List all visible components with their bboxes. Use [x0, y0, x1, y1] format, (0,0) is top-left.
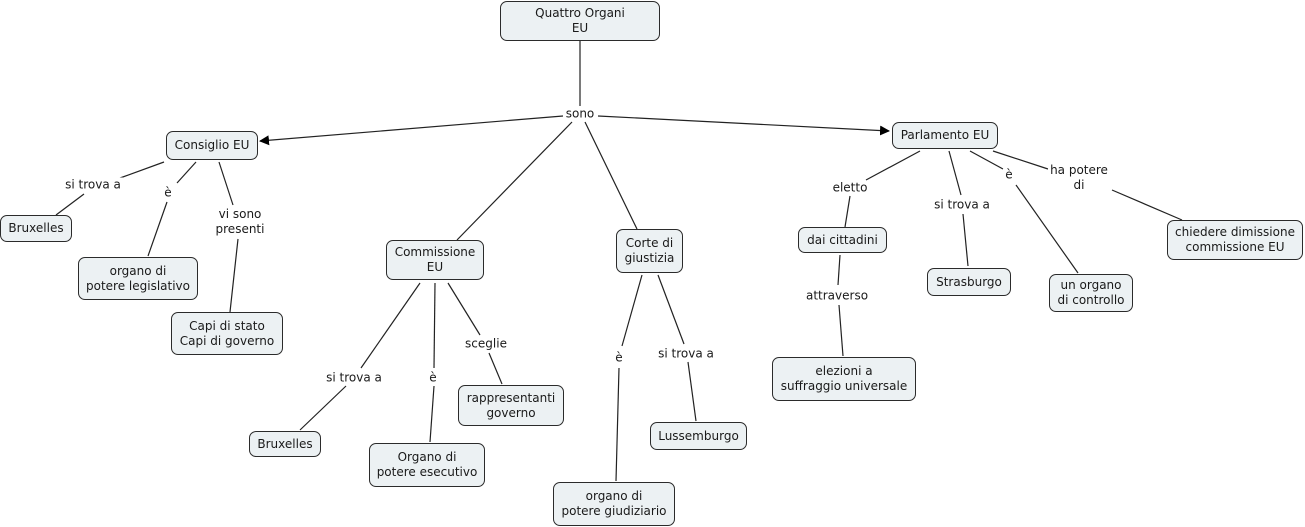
node-corte-di-giustizia[interactable]: Corte di giustizia — [616, 229, 683, 273]
line-consiglio-e — [176, 161, 197, 184]
line-e-giudiziario — [615, 367, 620, 482]
node-bruxelles-commissione[interactable]: Bruxelles — [249, 431, 321, 457]
node-commissione-eu[interactable]: Commissione EU — [386, 240, 484, 280]
line-sitrova-bruxelles2 — [299, 385, 347, 431]
line-sono-corte — [584, 121, 638, 230]
link-label-corte-si-trova-a: si trova a — [656, 346, 716, 362]
line-sitrova-bruxelles — [55, 193, 85, 216]
line-sono-commissione — [456, 121, 573, 241]
node-dai-cittadini[interactable]: dai cittadini — [798, 227, 887, 253]
node-potere-legislativo[interactable]: organo di potere legislativo — [78, 257, 198, 300]
line-sitrova-lussemburgo — [687, 361, 697, 422]
line-sceglie-rappresentanti — [488, 352, 503, 385]
node-bruxelles-consiglio[interactable]: Bruxelles — [0, 215, 72, 242]
link-label-parlamento-e: è — [1003, 167, 1015, 183]
link-label-sono: sono — [563, 106, 597, 122]
node-chiedere-dimissione[interactable]: chiedere dimissione commissione EU — [1167, 220, 1303, 260]
line-parlamento-sitrova — [948, 150, 962, 196]
line-consiglio-presenti — [218, 161, 234, 206]
link-label-attraverso: attraverso — [803, 288, 871, 304]
link-label-parlamento-si-trova-a: si trova a — [932, 197, 992, 213]
link-label-sceglie: sceglie — [463, 336, 509, 352]
link-label-vi-sono-presenti: vi sono presenti — [213, 207, 267, 237]
line-commissione-e — [433, 282, 436, 369]
node-lussemburgo[interactable]: Lussemburgo — [650, 422, 747, 450]
line-parlamento-eletto — [865, 150, 921, 181]
node-strasburgo[interactable]: Strasburgo — [927, 268, 1011, 296]
link-label-eletto: eletto — [830, 180, 870, 196]
node-parlamento-eu[interactable]: Parlamento EU — [892, 122, 998, 149]
link-label-consiglio-e: è — [162, 185, 174, 201]
node-elezioni-suffraggio[interactable]: elezioni a suffraggio universale — [772, 357, 916, 401]
line-commissione-sitrova — [360, 282, 421, 369]
line-commissione-sceglie — [447, 282, 481, 336]
line-corte-sitrova — [657, 274, 685, 345]
line-parlamento-hapotere — [992, 150, 1049, 170]
line-parlamento-e — [969, 150, 1004, 170]
link-label-corte-e: è — [613, 350, 625, 366]
line-corte-e — [621, 274, 643, 347]
line-eletto-cittadini — [844, 195, 851, 228]
line-presenti-capi — [229, 238, 239, 313]
link-label-ha-potere-di: ha potere di — [1048, 163, 1110, 193]
line-attraverso-elezioni — [838, 304, 844, 357]
line-sono-parlamento — [597, 115, 890, 136]
node-capi-di-stato[interactable]: Capi di stato Capi di governo — [171, 312, 283, 355]
line-hapotere-dimissione — [1111, 189, 1183, 221]
node-potere-giudiziario[interactable]: organo di potere giudiziario — [553, 482, 675, 526]
line-consiglio-sitrova — [119, 161, 165, 179]
node-organo-di-controllo[interactable]: un organo di controllo — [1049, 274, 1133, 312]
link-label-commissione-si-trova-a: si trova a — [324, 370, 384, 386]
link-label-commissione-e: è — [427, 370, 439, 386]
node-rappresentanti-governo[interactable]: rappresentanti governo — [458, 385, 564, 426]
line-e-esecutivo — [429, 385, 435, 443]
link-label-consiglio-si-trova-a: si trova a — [63, 177, 123, 193]
node-consiglio-eu[interactable]: Consiglio EU — [166, 131, 258, 160]
line-sono-consiglio — [259, 115, 564, 146]
node-quattro-organi-eu[interactable]: Quattro Organi EU — [500, 1, 660, 41]
line-cittadini-attraverso — [837, 254, 841, 286]
node-potere-esecutivo[interactable]: Organo di potere esecutivo — [369, 443, 485, 487]
line-e-controllo — [1015, 184, 1079, 274]
line-e-legislativo — [147, 201, 168, 257]
line-sitrova-strasburgo — [962, 213, 969, 267]
